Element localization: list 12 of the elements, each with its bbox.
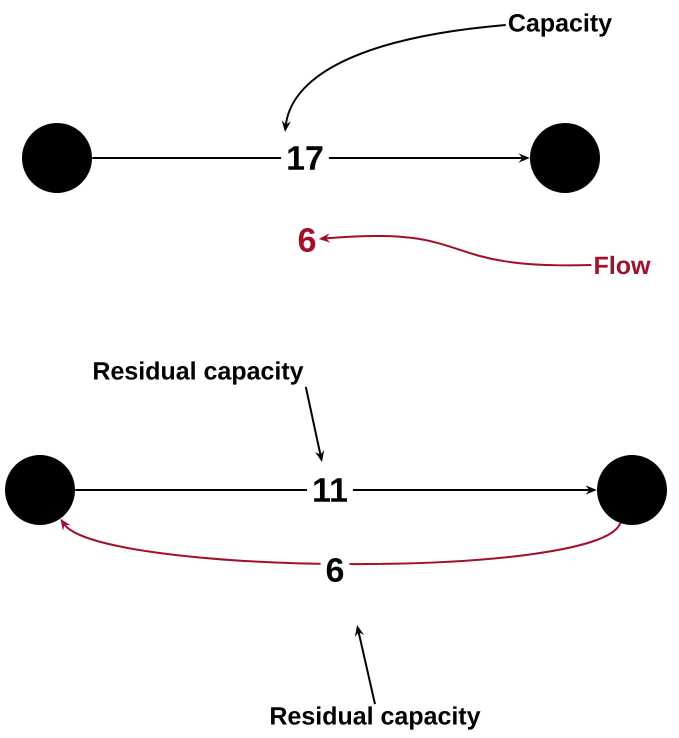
- edge-label: 6: [320, 552, 350, 588]
- edge-label: 17: [281, 141, 329, 175]
- vertex-circle: [530, 123, 600, 193]
- callout-text: Capacity: [508, 13, 612, 37]
- flow-value: 6: [298, 228, 316, 252]
- vertex-circle: [22, 123, 92, 193]
- vertex-circle: [597, 455, 667, 525]
- callout-text: Flow: [595, 256, 651, 274]
- callout-text: Residual capacity: [271, 706, 480, 730]
- callout-text: Residual capacity: [94, 361, 304, 385]
- vertex-circle: [5, 455, 75, 525]
- edge-label: 11: [307, 473, 353, 507]
